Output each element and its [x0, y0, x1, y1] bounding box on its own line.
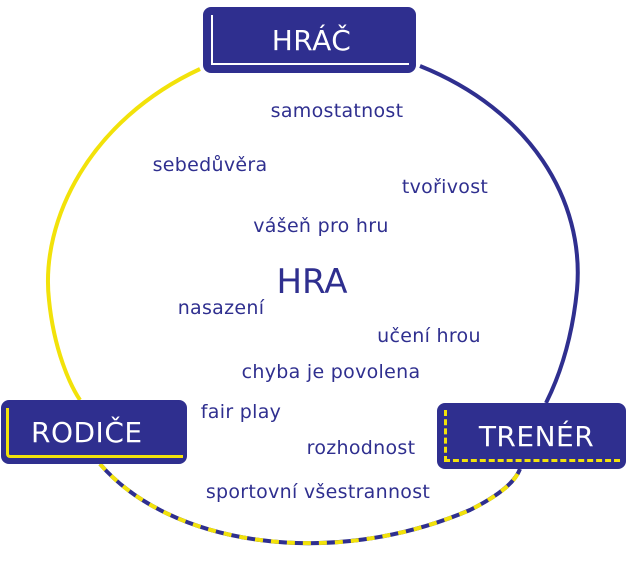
word-uceni-hrou: učení hrou — [377, 325, 481, 347]
word-samostatnost: samostatnost — [270, 100, 404, 122]
arc-rodice-trener-dash — [98, 462, 522, 546]
word-tvorivost: tvořivost — [401, 176, 489, 198]
word-fair-play: fair play — [200, 401, 282, 423]
arc-hrac-rodice — [46, 67, 201, 402]
node-trener: TRENÉR — [437, 403, 626, 469]
node-trener-label: TRENÉR — [478, 419, 595, 453]
word-sportovni-vsestrannost: sportovní všestrannost — [205, 481, 431, 503]
node-hrac: HRÁČ — [203, 7, 416, 73]
arc-rodice-trener-base — [98, 462, 522, 546]
arc-hrac-trener — [419, 64, 580, 404]
node-hrac-label: HRÁČ — [271, 23, 352, 57]
center-label: HRA — [276, 262, 348, 302]
word-sebeduvera: sebedůvěra — [152, 154, 268, 176]
node-rodice: RODIČE — [1, 400, 187, 464]
word-chyba-je-povolena: chyba je povolena — [241, 361, 421, 383]
word-nasazeni: nasazení — [177, 297, 265, 319]
word-rozhodnost: rozhodnost — [306, 437, 416, 459]
word-vasen-pro-hru: vášeň pro hru — [253, 215, 389, 237]
node-rodice-label: RODIČE — [31, 415, 143, 449]
